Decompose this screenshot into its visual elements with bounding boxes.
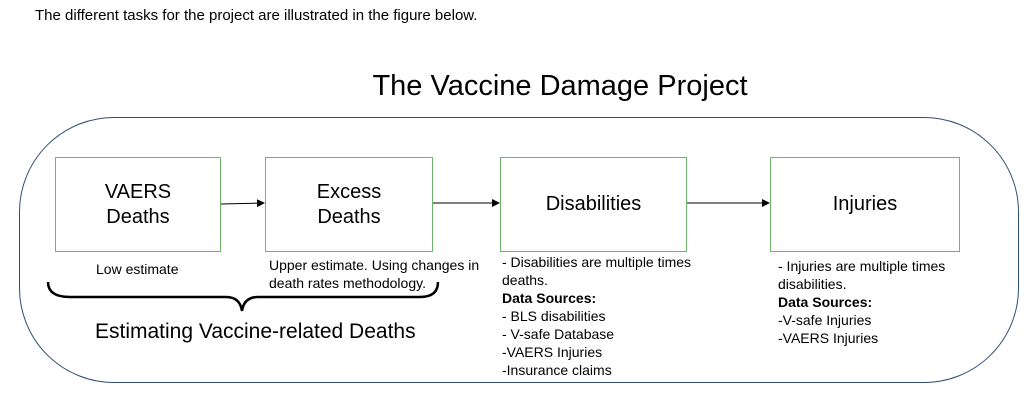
disabilities-source-item: - BLS disabilities [502, 308, 606, 324]
vaers-deaths-line1: VAERS [104, 180, 172, 203]
excess-note-line2: death rates methodology. [269, 275, 426, 291]
excess-deaths-line1: Excess [316, 180, 382, 203]
injuries-note: - Injuries are multiple times disabiliti… [778, 257, 945, 347]
vaers-note: Low estimate [96, 261, 179, 277]
disabilities-box: Disabilities [500, 157, 687, 252]
disabilities-sources-label: Data Sources: [502, 290, 597, 306]
disabilities-desc-line2: deaths. [502, 272, 548, 288]
injuries-desc-line1: - Injuries are multiple times [778, 258, 946, 274]
diagram-title: The Vaccine Damage Project [372, 70, 748, 102]
injuries-source-item: -V-safe Injuries [778, 312, 872, 328]
group-label: Estimating Vaccine-related Deaths [95, 320, 416, 343]
disabilities-source-item: - V-safe Database [502, 326, 615, 342]
disabilities-source-item: -Insurance claims [502, 362, 612, 378]
injuries-source-item: -VAERS Injuries [778, 330, 879, 346]
injuries-sources-label: Data Sources: [778, 294, 873, 310]
excess-note-line1: Upper estimate. Using changes in [269, 257, 480, 273]
excess-deaths-box: Excess Deaths [265, 157, 433, 252]
excess-note: Upper estimate. Using changes in death r… [269, 256, 479, 292]
vaers-deaths-line2: Deaths [106, 205, 170, 228]
disabilities-note: - Disabilities are multiple times deaths… [502, 253, 691, 379]
project-container [19, 117, 1019, 383]
disabilities-source-item: -VAERS Injuries [502, 344, 603, 360]
disabilities-desc-line1: - Disabilities are multiple times [502, 254, 692, 270]
disabilities-label: Disabilities [545, 193, 642, 215]
injuries-label: Injuries [832, 193, 898, 215]
injuries-desc-line2: disabilities. [778, 276, 847, 292]
vaers-deaths-box: VAERS Deaths [55, 157, 221, 252]
excess-deaths-line2: Deaths [317, 205, 381, 228]
intro-text: The different tasks for the project are … [35, 7, 478, 24]
injuries-box: Injuries [770, 157, 960, 252]
